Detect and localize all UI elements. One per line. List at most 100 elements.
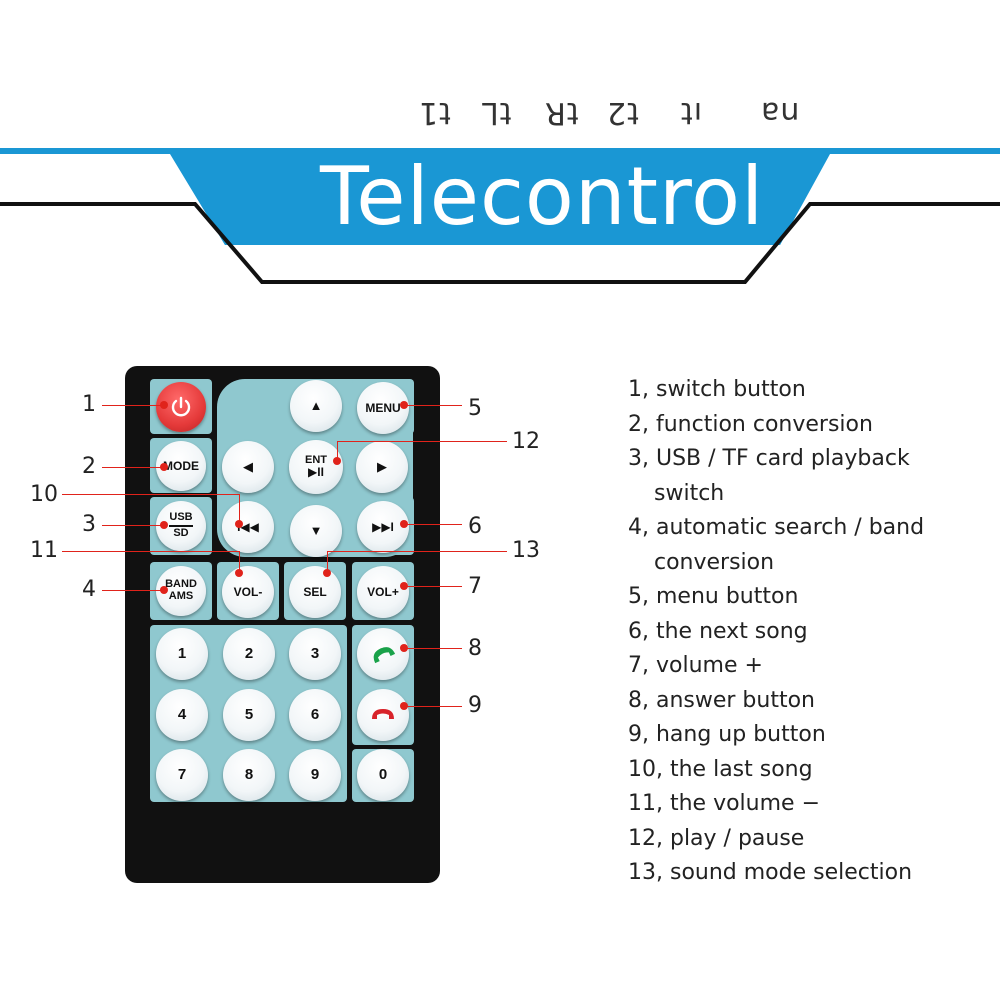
down-button[interactable]: ▼ (290, 505, 342, 557)
top-fragment: t1 (418, 95, 451, 130)
callout-number-1: 1 (82, 392, 96, 417)
legend: 1, switch button 2, function conversion … (628, 373, 988, 891)
callout-number-13: 13 (512, 538, 540, 563)
number-3-button[interactable]: 3 (289, 628, 341, 680)
remote-control: ▲ MENU MODE ◀ ENT ▶II ▶ USB SD I◀◀ ▼ ▶▶I… (125, 366, 440, 883)
callout-dot-7 (400, 582, 408, 590)
callout-line-6 (406, 524, 462, 525)
callout-line-8 (406, 648, 462, 649)
legend-item-4: 4, automatic search / band conversion (628, 511, 988, 580)
top-fragment: t2 (606, 95, 639, 130)
phone-answer-icon (373, 647, 396, 664)
callout-line-7 (406, 586, 462, 587)
callout-line-4 (102, 590, 164, 591)
callout-line-10 (62, 494, 240, 495)
callout-line-1 (102, 405, 164, 406)
number-5-button[interactable]: 5 (223, 689, 275, 741)
legend-item-12: 12, play / pause (628, 825, 805, 851)
callout-dot-4 (160, 586, 168, 594)
vol-plus-button[interactable]: VOL+ (357, 566, 409, 618)
callout-dot-9 (400, 702, 408, 710)
number-1-button[interactable]: 1 (156, 628, 208, 680)
ams-label: AMS (168, 590, 194, 602)
power-icon (171, 396, 191, 417)
callout-number-5: 5 (468, 396, 482, 421)
callout-number-10: 10 (30, 482, 58, 507)
up-button[interactable]: ▲ (290, 380, 342, 432)
number-6-button[interactable]: 6 (289, 689, 341, 741)
usb-label: USB (169, 512, 193, 527)
legend-item-8: 8, answer button (628, 687, 815, 713)
callout-vline-12 (337, 441, 338, 461)
legend-item-11: 11, the volume − (628, 791, 821, 816)
callout-number-7: 7 (468, 574, 482, 599)
callout-number-4: 4 (82, 577, 96, 602)
callout-line-13 (327, 551, 507, 552)
answer-button[interactable] (357, 628, 409, 680)
page-title: Telecontrol (320, 150, 765, 243)
legend-item-4-line2: conversion (654, 549, 775, 575)
right-button[interactable]: ▶ (356, 441, 408, 493)
top-fragment: tL (481, 95, 512, 130)
left-button[interactable]: ◀ (222, 441, 274, 493)
sd-label: SD (173, 527, 189, 539)
callout-dot-1 (160, 401, 168, 409)
legend-item-3-line2: switch (654, 480, 725, 506)
callout-number-12: 12 (512, 429, 540, 454)
vol-minus-button[interactable]: VOL- (222, 566, 274, 618)
ent-play-pause-button[interactable]: ENT ▶II (289, 440, 343, 494)
callout-dot-5 (400, 401, 408, 409)
top-fragment: ıt (680, 95, 703, 130)
callout-dot-12 (333, 457, 341, 465)
legend-item-13: 13, sound mode selection (628, 860, 913, 885)
number-9-button[interactable]: 9 (289, 749, 341, 801)
legend-item-2: 2, function conversion (628, 411, 873, 437)
callout-line-2 (102, 467, 164, 468)
black-frame-line (0, 202, 1000, 284)
legend-item-6: 6, the next song (628, 618, 808, 644)
prev-button[interactable]: I◀◀ (222, 501, 274, 553)
callout-vline-13 (327, 551, 328, 573)
callout-vline-11 (239, 551, 240, 573)
legend-item-10: 10, the last song (628, 756, 813, 782)
usb-sd-button[interactable]: USB SD (156, 501, 206, 551)
callout-line-3 (102, 525, 164, 526)
legend-item-9: 9, hang up button (628, 722, 826, 747)
blue-banner-center (170, 152, 830, 245)
callout-number-2: 2 (82, 454, 96, 479)
legend-item-3-line1: 3, USB / TF card playback (628, 446, 910, 471)
callout-dot-13 (323, 569, 331, 577)
callout-number-9: 9 (468, 693, 482, 718)
number-2-button[interactable]: 2 (223, 628, 275, 680)
callout-dot-2 (160, 463, 168, 471)
callout-line-5 (406, 405, 462, 406)
callout-vline-10 (239, 494, 240, 524)
legend-item-4-line1: 4, automatic search / band (628, 515, 925, 540)
callout-dot-6 (400, 520, 408, 528)
top-fragment: na (760, 95, 800, 130)
number-8-button[interactable]: 8 (223, 749, 275, 801)
next-button[interactable]: ▶▶I (357, 501, 409, 553)
callout-number-8: 8 (468, 636, 482, 661)
legend-item-5: 5, menu button (628, 584, 799, 609)
sel-button[interactable]: SEL (289, 566, 341, 618)
legend-item-7: 7, volume + (628, 653, 763, 678)
callout-dot-8 (400, 644, 408, 652)
legend-item-1: 1, switch button (628, 377, 806, 402)
number-4-button[interactable]: 4 (156, 689, 208, 741)
play-pause-icon: ▶II (308, 465, 324, 480)
phone-hangup-icon (372, 709, 394, 719)
number-7-button[interactable]: 7 (156, 749, 208, 801)
top-fragment: tR (544, 95, 579, 130)
number-0-button[interactable]: 0 (357, 749, 409, 801)
header-banner (0, 148, 1000, 284)
menu-button[interactable]: MENU (357, 382, 409, 434)
legend-item-3: 3, USB / TF card playback switch (628, 442, 988, 511)
callout-line-11 (62, 551, 240, 552)
band-label: BAND (165, 578, 197, 591)
callout-dot-11 (235, 569, 243, 577)
callout-line-9 (406, 706, 462, 707)
hangup-button[interactable] (357, 689, 409, 741)
callout-dot-3 (160, 521, 168, 529)
callout-line-12 (337, 441, 507, 442)
